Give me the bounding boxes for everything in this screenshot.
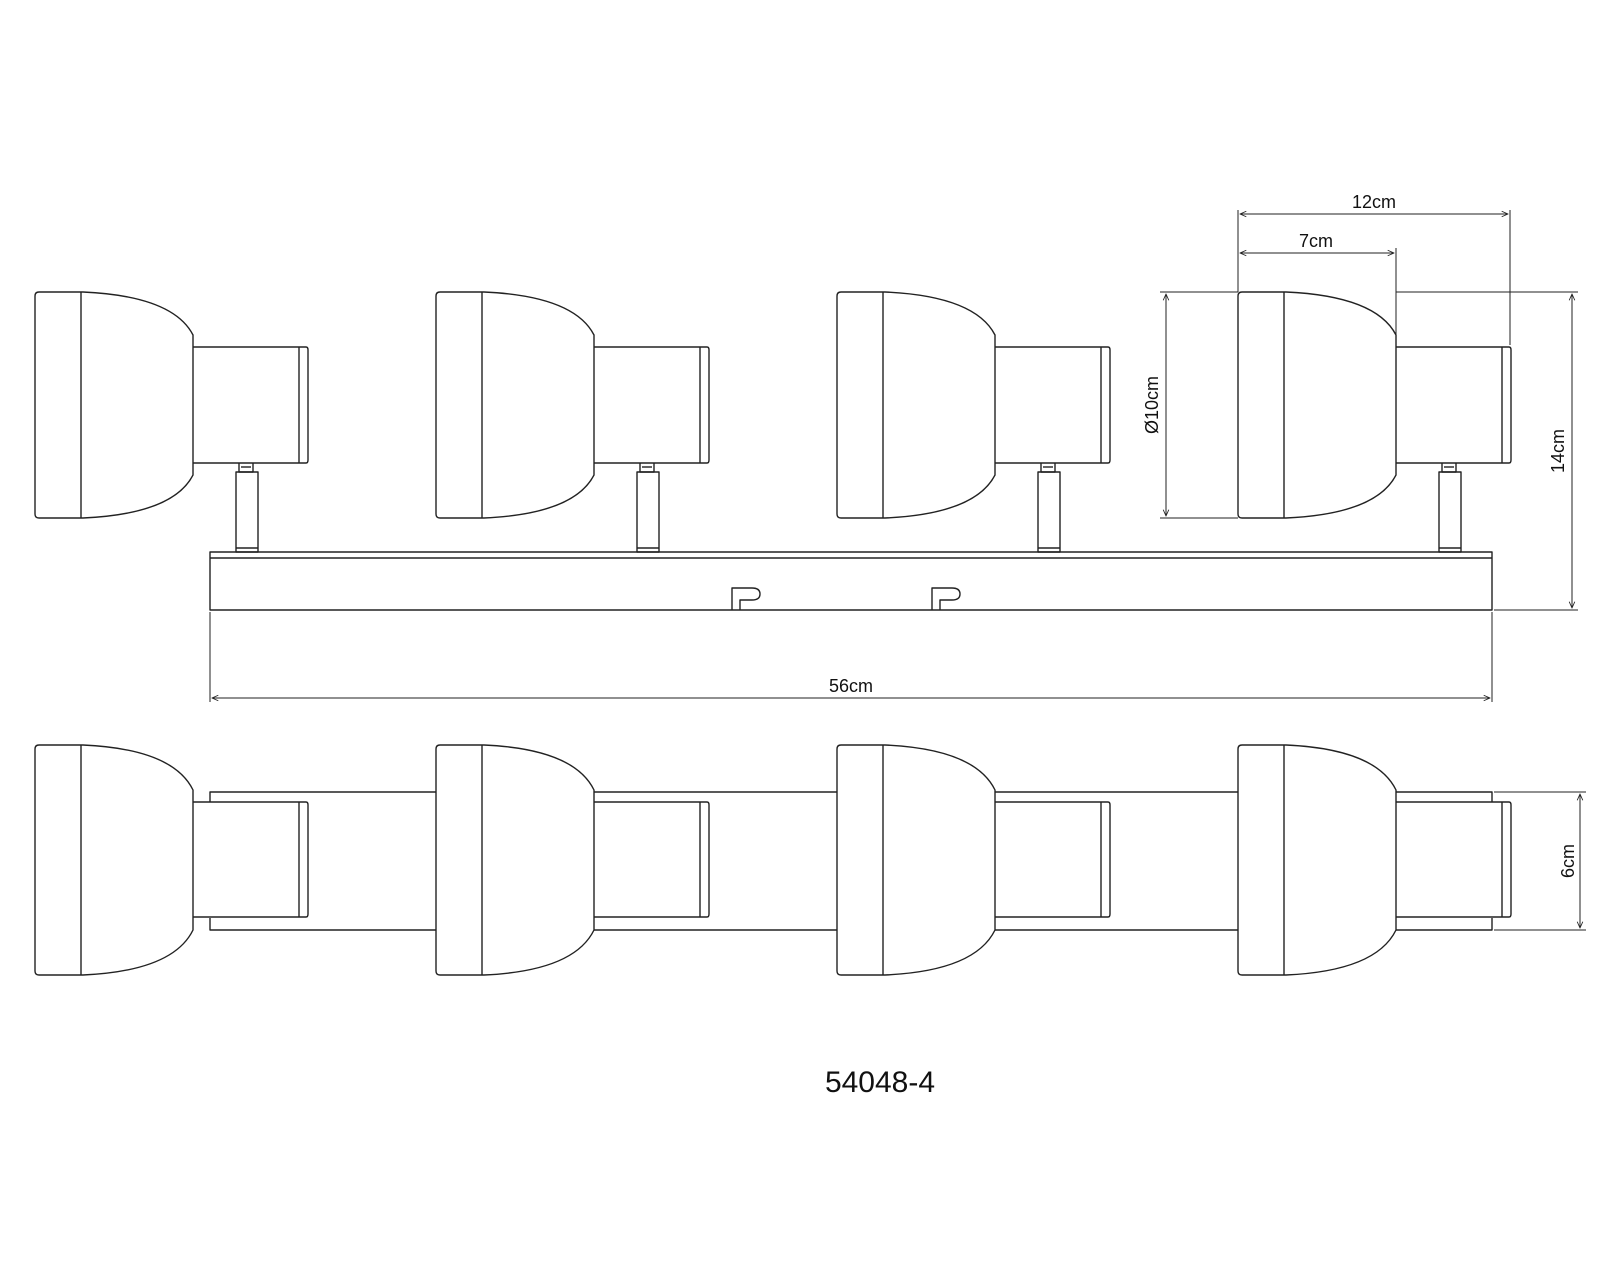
top-backing bbox=[436, 745, 594, 975]
stem bbox=[1438, 471, 1462, 553]
shade bbox=[435, 291, 595, 519]
shade bbox=[34, 291, 194, 519]
top-body-backing bbox=[594, 802, 710, 918]
top-body-backing bbox=[1396, 802, 1512, 918]
dimension-base-width: 6cm bbox=[1494, 791, 1586, 931]
body bbox=[1396, 346, 1512, 464]
shade bbox=[1237, 291, 1397, 519]
shade bbox=[435, 744, 595, 976]
top-spot-3 bbox=[836, 744, 1111, 976]
spot-depth-label: 12cm bbox=[1352, 192, 1396, 212]
shade-diameter-label: Ø10cm bbox=[1142, 376, 1162, 434]
body bbox=[995, 346, 1111, 464]
front-spot-3 bbox=[836, 291, 1111, 553]
dimension-total-height: 14cm bbox=[1396, 291, 1578, 611]
shade bbox=[1237, 744, 1397, 976]
stem bbox=[235, 471, 259, 553]
dimension-shade-depth: 7cm bbox=[1240, 231, 1397, 335]
top-spot-1 bbox=[34, 744, 309, 976]
shade bbox=[836, 291, 996, 519]
body bbox=[594, 801, 710, 918]
dimension-shade-diameter: Ø10cm bbox=[1142, 291, 1238, 519]
model-number: 54048-4 bbox=[825, 1066, 935, 1099]
shade-depth-label: 7cm bbox=[1299, 231, 1333, 251]
stem bbox=[1037, 471, 1061, 553]
total-length-label: 56cm bbox=[829, 676, 873, 696]
body bbox=[193, 346, 309, 464]
front-spots bbox=[34, 291, 1512, 553]
top-spot-4 bbox=[1237, 744, 1512, 976]
base-width-label: 6cm bbox=[1558, 844, 1578, 878]
stem bbox=[636, 471, 660, 553]
keyhole-slot-left bbox=[731, 587, 761, 610]
shade bbox=[34, 744, 194, 976]
body bbox=[594, 346, 710, 464]
body bbox=[995, 801, 1111, 918]
front-base-bar bbox=[209, 551, 1493, 611]
body bbox=[1396, 801, 1512, 918]
front-spot-4 bbox=[1237, 291, 1512, 553]
front-view: 56cm 12cm 7cm Ø10cm 14cm bbox=[34, 192, 1578, 702]
top-spot-2 bbox=[435, 744, 710, 976]
total-height-label: 14cm bbox=[1548, 429, 1568, 473]
top-view: 6cm bbox=[34, 744, 1586, 976]
top-body-backing bbox=[193, 802, 309, 918]
top-body-backing bbox=[995, 802, 1111, 918]
front-spot-2 bbox=[435, 291, 710, 553]
top-spots bbox=[34, 744, 1512, 976]
keyhole-slot-right bbox=[931, 587, 961, 610]
top-backing bbox=[837, 745, 995, 975]
front-spot-1 bbox=[34, 291, 309, 553]
dimension-total-length: 56cm bbox=[209, 612, 1493, 702]
dimension-spot-depth: 12cm bbox=[1237, 192, 1511, 345]
shade bbox=[836, 744, 996, 976]
top-backing bbox=[35, 745, 193, 975]
top-backing bbox=[1238, 745, 1396, 975]
body bbox=[193, 801, 309, 918]
